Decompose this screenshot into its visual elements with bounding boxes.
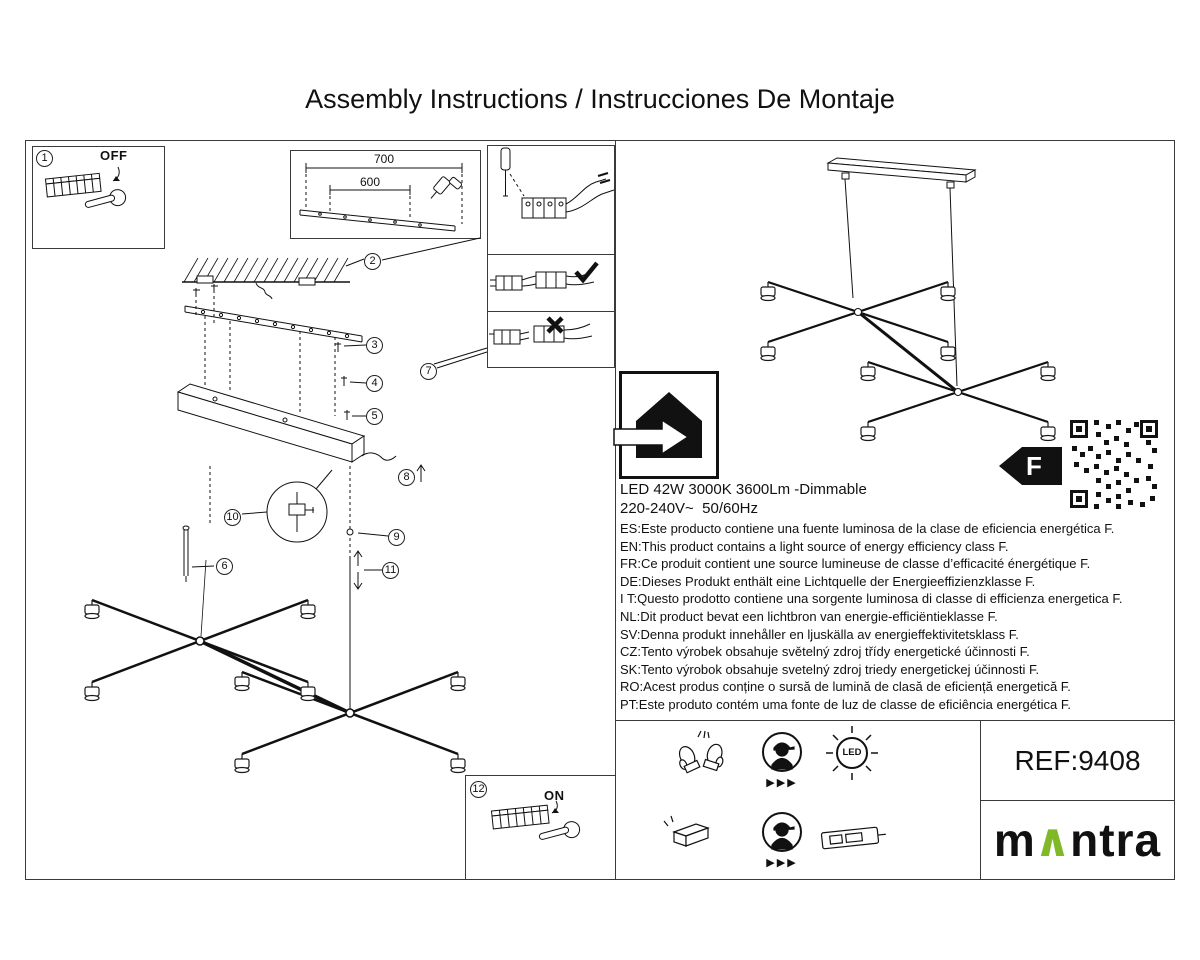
energy-line-pt: PT:Este produto contém uma fonte de luz … — [620, 697, 1071, 712]
callout-6: 6 — [216, 558, 233, 575]
energy-house-icon — [613, 371, 719, 479]
spec-voltage: 220-240V~ 50/60Hz — [620, 500, 759, 517]
callout-8: 8 — [398, 469, 415, 486]
terminal-strip-on-icon — [490, 800, 581, 840]
callout-2: 2 — [364, 253, 381, 270]
energy-line-de: DE:Dieses Produkt enthält eine Lichtquel… — [620, 574, 1036, 589]
exploded-view — [84, 257, 488, 774]
check-icon — [574, 261, 599, 284]
connector-icon — [663, 815, 710, 847]
terminal-strip-off-icon — [44, 166, 127, 208]
gloves-icon — [678, 730, 724, 774]
brand-prefix: m — [993, 814, 1036, 866]
led-lamp-icon — [826, 726, 878, 780]
callout-1: 1 — [36, 150, 53, 167]
play-arrows-icon: ▶▶▶ — [766, 856, 798, 869]
spec-led: LED 42W 3000K 3600Lm -Dimmable — [620, 481, 867, 498]
suspension-cable — [182, 525, 215, 582]
energy-line-nl: NL:Dit product bevat een lichtbron van e… — [620, 609, 998, 624]
energy-line-ro: RO:Acest produs conține o sursă de lumin… — [620, 679, 1071, 694]
energy-class-letter: F — [1026, 451, 1042, 481]
led-badge-label: LED — [842, 747, 862, 758]
finger-icon — [538, 821, 581, 840]
off-label: OFF — [100, 148, 128, 163]
connection-incorrect — [436, 316, 593, 369]
reference-number: REF:9408 — [1014, 744, 1141, 776]
energy-line-fr: FR:Ce produit contient une source lumine… — [620, 556, 1091, 571]
ceiling — [182, 257, 350, 286]
dimension-600: 600 — [359, 175, 381, 189]
energy-line-es: ES:Este producto contiene una fuente lum… — [620, 521, 1115, 536]
ceiling-wire — [255, 282, 273, 300]
dimension-700: 700 — [373, 152, 395, 166]
mounting-rail — [184, 305, 363, 343]
canopy — [176, 383, 366, 463]
screwdriver-icon — [500, 147, 511, 197]
callout-3: 3 — [366, 337, 383, 354]
energy-line-it: I T:Questo prodotto contiene una sorgent… — [620, 591, 1123, 606]
page-title: Assembly Instructions / Instrucciones De… — [305, 84, 895, 114]
qr-code-icon — [1070, 420, 1158, 509]
callout-4: 4 — [366, 375, 383, 392]
connection-correct — [490, 261, 599, 291]
callout-11: 11 — [382, 562, 399, 579]
driver-icon — [820, 826, 886, 850]
on-label: ON — [544, 788, 565, 803]
play-arrows-icon: ▶▶▶ — [766, 776, 798, 789]
callout-12: 12 — [470, 781, 487, 798]
installer-icon — [762, 732, 802, 772]
cable-grip-detail — [241, 469, 333, 543]
finger-icon — [84, 189, 127, 208]
brand-caret: ∧ — [1033, 813, 1073, 867]
brand-suffix: ntra — [1070, 814, 1162, 866]
energy-class-arrow — [999, 447, 1062, 485]
callout-10: 10 — [224, 509, 241, 526]
wiring-detail — [500, 147, 615, 219]
energy-line-cz: CZ:Tento výrobek obsahuje světelný zdroj… — [620, 644, 1030, 659]
fixture-frame — [91, 598, 459, 756]
energy-line-sk: SK:Tento výrobok obsahuje svetelný zdroj… — [620, 662, 1040, 677]
installer-icon — [762, 812, 802, 852]
dimension-drawing — [299, 163, 481, 261]
energy-line-sv: SV:Denna produkt innehåller en ljuskälla… — [620, 627, 1019, 642]
brand-logo: m∧ntra — [981, 801, 1174, 879]
energy-line-en: EN:This product contains a light source … — [620, 539, 1009, 554]
safety-icons — [663, 726, 886, 852]
panel-borders — [25, 140, 1175, 880]
assembled-product — [760, 157, 1056, 442]
x-icon — [546, 316, 564, 334]
callout-9: 9 — [388, 529, 405, 546]
callout-5: 5 — [366, 408, 383, 425]
drill-icon — [430, 176, 463, 199]
callout-7: 7 — [420, 363, 437, 380]
